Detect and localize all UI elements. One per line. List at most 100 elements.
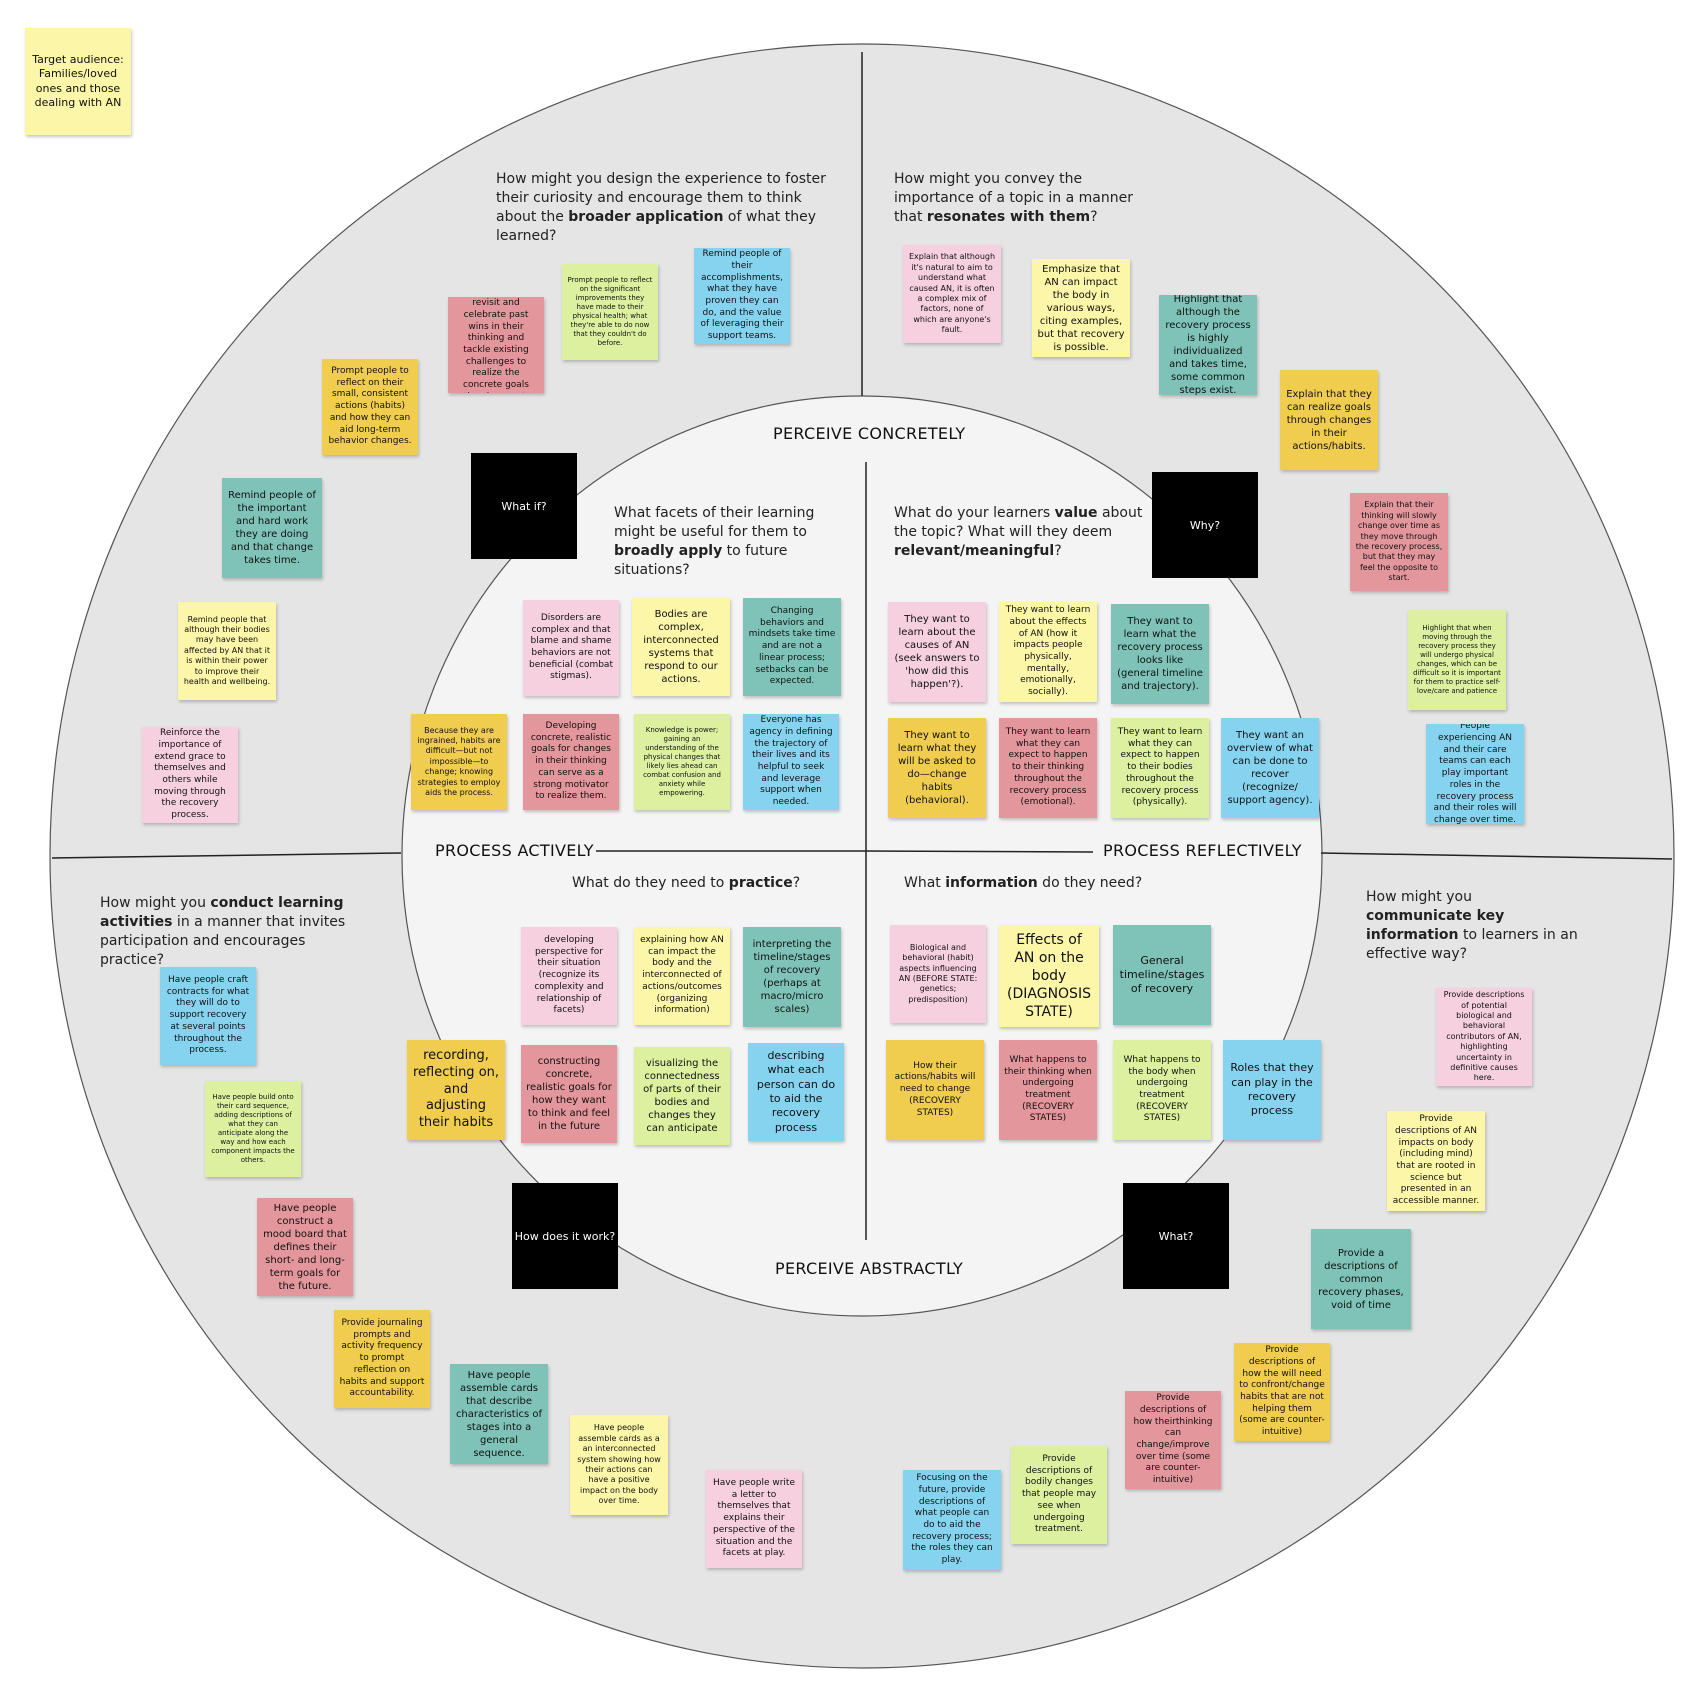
outer-question-top-right: How might you convey the importance of a… [894,170,1144,227]
sticky-text: They want an overview of what can be don… [1227,730,1313,806]
sticky-note: visualizing the connectedness of parts o… [634,1047,730,1145]
sticky-note: Emphasize that AN can impact the body in… [1032,259,1130,357]
question-text: in a manner that invites participation a… [100,914,346,968]
sticky-note: Provide journaling prompts and activity … [334,1310,430,1408]
question-emphasis: practice [728,875,793,891]
sticky-text: People experiencing AN and their care te… [1433,724,1517,824]
sticky-note: Focusing on the future, provide descript… [903,1470,1001,1570]
sticky-text: Have people construct a mood board that … [263,1202,347,1292]
question-text: How might you design the experience to f… [496,171,826,225]
inner-question-bottom-left: What do they need to practice? [572,874,812,893]
sticky-note: They want to learn what they can expect … [999,718,1097,818]
sticky-note: Prompt people to reflect on the signific… [562,264,658,360]
question-emphasis: resonates with them [926,209,1091,225]
sticky-text: explaining how AN can impact the body an… [640,935,724,1016]
sticky-text: developing perspective for their situati… [534,935,604,1016]
sticky-note: recording, reflecting on, and adjusting … [407,1040,505,1140]
sticky-text: recording, reflecting on, and adjusting … [412,1047,500,1131]
sticky-text: They want to learn about the effects of … [1005,605,1091,698]
sticky-text: Changing behaviors and mindsets take tim… [748,606,836,687]
question-emphasis: communicate key information [1366,908,1505,943]
sticky-text: Reinforce the importance of extend grace… [154,728,226,821]
sticky-text: Remind people of their accomplishments, … [700,249,784,342]
sticky-text: Provide descriptions of bodily changes t… [1021,1454,1097,1535]
sticky-text: describing what each person can do to ai… [756,1049,836,1134]
sticky-text: General timeline/stages of recovery [1119,953,1205,996]
question-text: How might you [1366,889,1472,905]
sticky-text: Prompt people to reflect on their small,… [328,366,412,447]
sticky-note: Explain that their thinking will slowly … [1350,493,1448,591]
sticky-note: People experiencing AN and their care te… [1426,724,1524,824]
sticky-text: Effects of AN on the body (DIAGNOSIS STA… [1007,931,1091,1021]
question-emphasis: conduct learning activities [100,895,344,930]
what-box: What? [1123,1183,1229,1289]
sticky-note: Remind people of the important and hard … [222,478,322,578]
sticky-text: What happens to the body when undergoing… [1123,1054,1201,1124]
outer-question-top-left: How might you design the experience to f… [496,170,826,246]
sticky-text: Remind people that although their bodies… [183,614,271,686]
sticky-text: Explain that their thinking will slowly … [1355,500,1443,583]
sticky-note: General timeline/stages of recovery [1113,925,1211,1025]
sticky-note: describing what each person can do to ai… [748,1043,844,1141]
outer-question-bottom-left: How might you conduct learning activitie… [100,894,355,970]
sticky-text: Have people assemble cards as a an inter… [577,1423,661,1506]
sticky-note: Biological and behavioral (habit) aspect… [890,925,986,1023]
target-audience-text: Target audience: Families/loved ones and… [32,52,124,109]
sticky-note: Provide descriptions of how the will nee… [1234,1343,1330,1441]
sticky-note: Prompt people to reflect on their small,… [322,359,418,455]
question-text: What [904,875,946,891]
question-text: about the topic? What will they deem [894,505,1143,540]
sticky-note: Prompt people to revisit and celebrate p… [448,297,544,393]
sticky-text: Disorders are complex and that blame and… [529,612,613,682]
sticky-text: They want to learn what they can expect … [1005,727,1091,808]
sticky-text: Developing concrete, realistic goals for… [530,721,612,802]
question-text: What facets of their learning might be u… [614,505,815,540]
sticky-text: Highlight that although the recovery pro… [1165,295,1251,395]
sticky-note: Remind people that although their bodies… [178,602,276,700]
what-if-box: What if? [471,453,577,559]
sticky-note: They want an overview of what can be don… [1221,718,1319,818]
sticky-note: Provide descriptions of AN impacts on bo… [1387,1111,1485,1211]
sticky-text: Explain that they can realize goals thro… [1286,388,1372,452]
sticky-text: Provide descriptions of potential biolog… [1443,990,1525,1083]
question-text: How might you convey the importance of a… [894,171,1133,225]
question-text: What do your learners [894,505,1055,521]
sticky-note: Provide a descriptions of common recover… [1311,1229,1411,1329]
sticky-text: They want to learn what they will be ask… [897,730,977,806]
question-text: How might you [100,895,211,911]
sticky-note: They want to learn about the causes of A… [888,602,986,702]
sticky-note: Explain that although it's natural to ai… [903,245,1001,343]
question-text: What do they need to [572,875,729,891]
how-does-it-work-box: How does it work? [512,1183,618,1289]
axis-label-top: PERCEIVE CONCRETELY [773,424,966,443]
sticky-text: Explain that although it's natural to ai… [908,252,996,335]
sticky-note: Remind people of their accomplishments, … [694,248,790,344]
sticky-note: constructing concrete, realistic goals f… [521,1045,617,1143]
sticky-note: Disorders are complex and that blame and… [523,600,619,696]
sticky-text: Remind people of the important and hard … [228,490,316,566]
target-audience-note: Target audience: Families/loved ones and… [25,28,131,135]
sticky-text: Knowledge is power; gaining an understan… [643,725,721,798]
sticky-note: Reinforce the importance of extend grace… [142,727,238,823]
sticky-text: Prompt people to revisit and celebrate p… [463,298,529,393]
question-emphasis: value [1054,505,1098,521]
inner-question-bottom-right: What information do they need? [904,874,1144,893]
sticky-text: Bodies are complex, interconnected syste… [643,609,719,685]
sticky-text: Because they are ingrained, habits are d… [417,725,501,797]
sticky-note: Provide descriptions of potential biolog… [1436,988,1532,1086]
sticky-text: interpreting the timeline/stages of reco… [752,939,832,1015]
sticky-text: Emphasize that AN can impact the body in… [1037,263,1125,353]
sticky-text: What happens to their thinking when unde… [1004,1054,1092,1124]
sticky-note: They want to learn about the effects of … [999,602,1097,702]
question-text: ? [1054,543,1062,559]
sticky-note: Everyone has agency in defining the traj… [743,714,839,810]
sticky-note: How their actions/habits will need to ch… [886,1040,984,1140]
sticky-text: Provide descriptions of how the will nee… [1239,1345,1325,1438]
sticky-text: They want to learn about the causes of A… [894,614,980,690]
sticky-note: Have people assemble cards that describe… [450,1364,548,1464]
sticky-text: Provide a descriptions of common recover… [1318,1247,1404,1311]
question-text: do they need? [1037,875,1143,891]
inner-question-top-left: What facets of their learning might be u… [614,504,854,580]
sticky-text: Prompt people to reflect on the signific… [567,275,653,348]
